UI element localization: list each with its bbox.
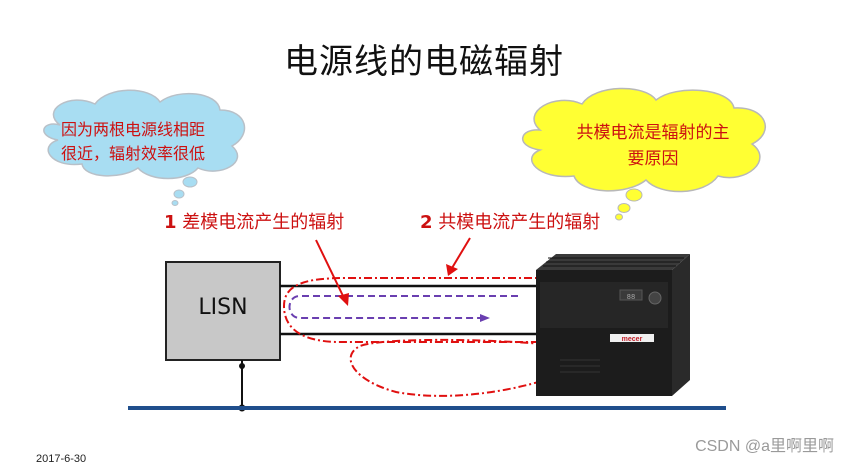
label-common-mode: 2 共模电流产生的辐射 bbox=[420, 208, 600, 234]
label-common-text: 共模电流产生的辐射 bbox=[432, 212, 601, 233]
label-differential-mode: 1 差模电流产生的辐射 bbox=[164, 208, 344, 234]
pointer-arrow-2 bbox=[451, 237, 471, 269]
slide-date: 2017-6-30 bbox=[36, 453, 87, 465]
label-differential-text: 差模电流产生的辐射 bbox=[176, 212, 345, 233]
common-mode-loop-outer bbox=[349, 338, 577, 397]
common-mode-loop-inner bbox=[282, 277, 548, 343]
watermark: CSDN @a里啊里啊 bbox=[695, 438, 834, 455]
pointer-arrow-1 bbox=[315, 239, 345, 299]
lisn-box bbox=[165, 261, 281, 361]
differential-arrow-head bbox=[480, 314, 490, 322]
cloud-left-text: 因为两根电源线相距 很近，辐射效率很低 bbox=[38, 118, 228, 166]
cloud-left-line1: 因为两根电源线相距 bbox=[60, 120, 205, 139]
slide-title: 电源线的电磁辐射 bbox=[284, 42, 564, 82]
pointer-arrow-1-head bbox=[338, 293, 349, 306]
cloud-right-line1: 共模电流是辐射的主 bbox=[576, 123, 730, 143]
ups-device: mecer 88 bbox=[536, 254, 690, 396]
device-display: 88 bbox=[627, 294, 635, 302]
cloud-right-line2: 要原因 bbox=[627, 149, 679, 169]
label-differential-number: 1 bbox=[164, 212, 177, 233]
thought-cloud-right bbox=[521, 87, 766, 221]
cloud-right-text: 共模电流是辐射的主 要原因 bbox=[548, 120, 758, 172]
differential-mode-loop bbox=[288, 295, 518, 319]
lisn-label: LISN bbox=[198, 295, 248, 320]
cloud-left-line2: 很近，辐射效率很低 bbox=[60, 144, 205, 163]
brand-plate bbox=[610, 334, 654, 342]
ground-node-top bbox=[239, 363, 245, 369]
pointer-arrow-2-head bbox=[446, 264, 458, 276]
brand-text: mecer bbox=[622, 336, 643, 343]
thought-cloud-left bbox=[43, 89, 246, 206]
label-common-number: 2 bbox=[420, 212, 433, 233]
